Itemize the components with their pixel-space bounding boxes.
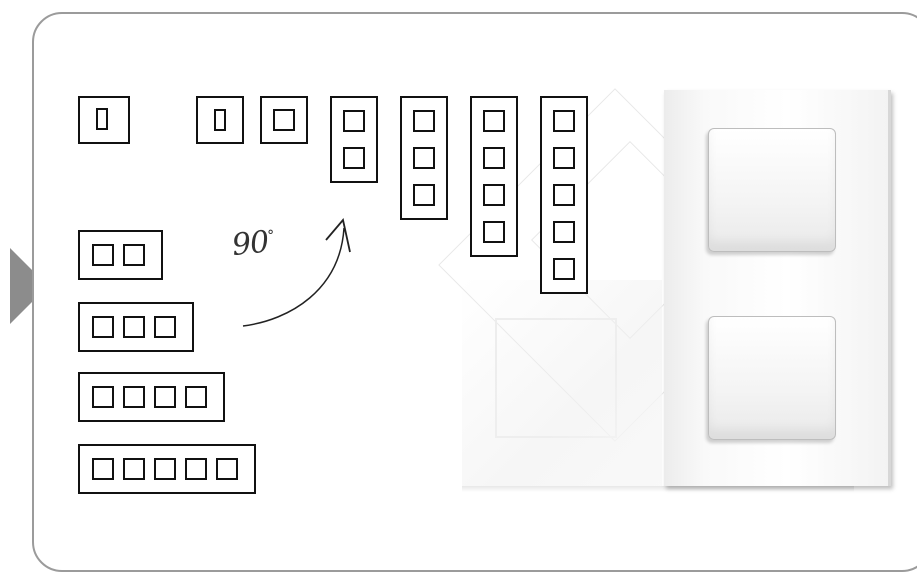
frame-cell bbox=[123, 458, 145, 480]
frame-cell bbox=[413, 147, 435, 169]
frame-cell bbox=[96, 108, 108, 130]
frame-cell bbox=[483, 147, 505, 169]
vertical-frame-5-gang bbox=[540, 96, 588, 294]
frame-cell bbox=[483, 221, 505, 243]
switch-rocker-bottom bbox=[708, 316, 836, 440]
frame-cell bbox=[154, 458, 176, 480]
frame-cell bbox=[185, 458, 207, 480]
frame-cell bbox=[413, 110, 435, 132]
frame-cell bbox=[343, 110, 365, 132]
horizontal-frame-2-gang bbox=[78, 230, 163, 280]
rotation-angle-value: 90 bbox=[230, 224, 270, 264]
horizontal-frame-3-gang bbox=[78, 302, 194, 352]
frame-cell bbox=[154, 316, 176, 338]
vertical-frame-2-gang bbox=[330, 96, 378, 183]
frame-cell bbox=[553, 258, 575, 280]
frame-cell bbox=[123, 316, 145, 338]
frame-cell bbox=[483, 110, 505, 132]
frame-cell bbox=[413, 184, 435, 206]
frame-cell bbox=[214, 109, 226, 131]
horizontal-frame-1-gang bbox=[78, 96, 130, 144]
frame-cell bbox=[553, 221, 575, 243]
horizontal-frame-5-gang bbox=[78, 444, 256, 494]
frame-cell bbox=[123, 244, 145, 266]
vertical-frame-1-gang-narrow bbox=[196, 96, 244, 144]
frame-cell bbox=[92, 386, 114, 408]
frame-cell bbox=[553, 110, 575, 132]
frame-cell bbox=[92, 244, 114, 266]
frame-cell bbox=[92, 458, 114, 480]
frame-cell bbox=[92, 316, 114, 338]
frame-cell bbox=[343, 147, 365, 169]
frame-cell bbox=[123, 386, 145, 408]
rotation-angle-label: 90° bbox=[230, 224, 276, 264]
double-light-switch-photo bbox=[664, 90, 891, 486]
vertical-frame-1-gang bbox=[260, 96, 308, 144]
frame-cell bbox=[483, 184, 505, 206]
frame-cell bbox=[273, 109, 295, 131]
frame-cell bbox=[154, 386, 176, 408]
horizontal-frame-4-gang bbox=[78, 372, 225, 422]
vertical-frame-3-gang bbox=[400, 96, 448, 220]
vertical-frame-4-gang bbox=[470, 96, 518, 257]
frame-cell bbox=[553, 147, 575, 169]
photo-shadow bbox=[462, 486, 854, 492]
ghost-panel bbox=[462, 280, 662, 486]
frame-cell bbox=[185, 386, 207, 408]
frame-cell bbox=[553, 184, 575, 206]
switch-rocker-top bbox=[708, 128, 836, 252]
frame-cell bbox=[216, 458, 238, 480]
